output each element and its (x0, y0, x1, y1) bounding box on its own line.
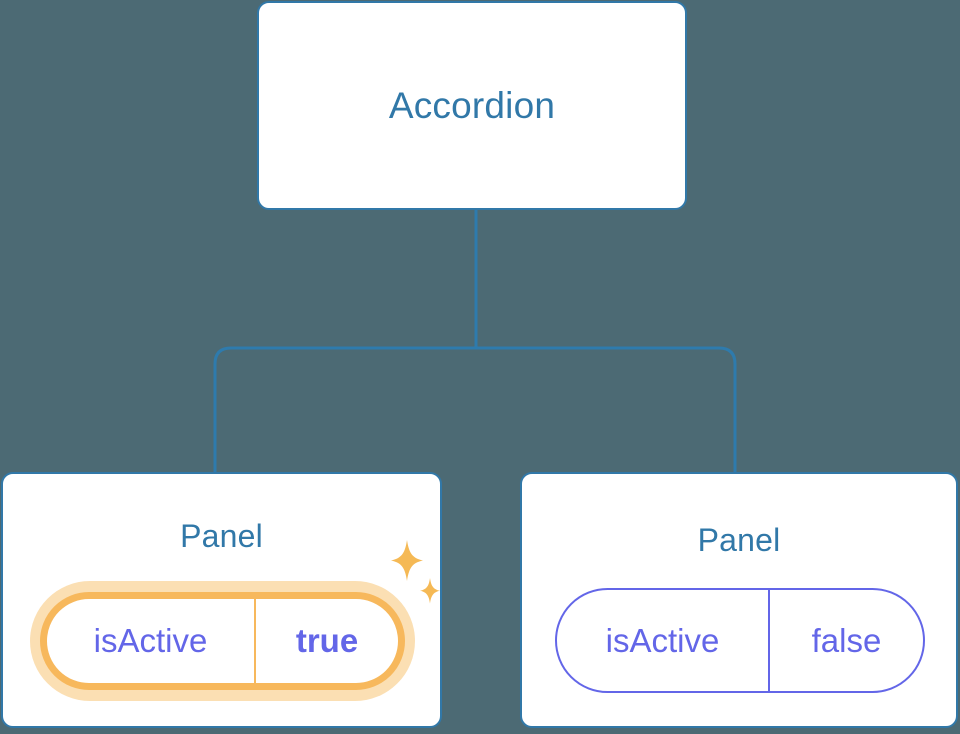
connector-branch-right (476, 346, 737, 472)
node-panel-left-title: Panel (180, 518, 263, 554)
prop-key-right: isActive (605, 621, 720, 659)
prop-pill-left-wrapper: isActive true (30, 581, 415, 701)
node-accordion-title: Accordion (388, 84, 556, 126)
node-accordion[interactable]: Accordion (257, 1, 687, 210)
prop-value-right: false (768, 590, 923, 691)
node-panel-right-title: Panel (697, 522, 781, 558)
connector-branch-left (213, 346, 476, 472)
prop-pill-right[interactable]: isActive false (555, 588, 925, 693)
prop-pill-left[interactable]: isActive true (40, 592, 405, 690)
prop-value-left: true (254, 599, 398, 683)
prop-key-left: isActive (93, 622, 208, 659)
